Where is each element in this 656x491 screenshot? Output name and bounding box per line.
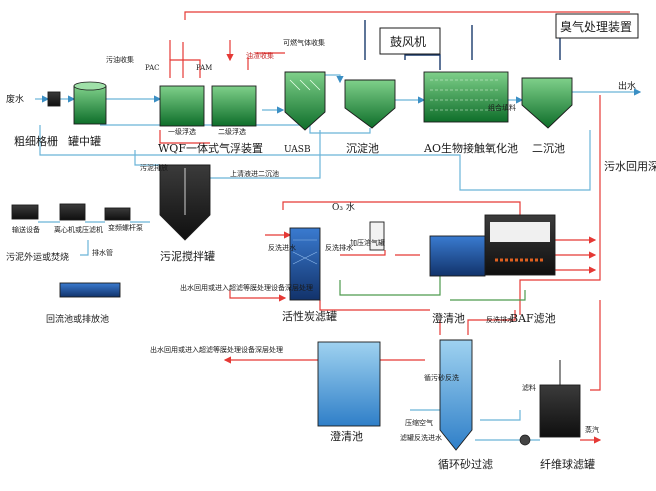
steam-label: 蒸汽 [585, 425, 599, 434]
pam-label: PAM [196, 64, 212, 72]
conveyor-label: 输送设备 [12, 225, 40, 234]
conveyor-shape [11, 204, 39, 220]
screw-pump-label: 变频螺杆泵 [108, 223, 143, 232]
sludge-discharge-label: 污泥排放 [140, 163, 168, 172]
sand-backwash-label: 循污砂反洗 [424, 373, 459, 382]
uasb-shape [284, 71, 326, 131]
centrifuge-label: 离心机或压滤机 [54, 225, 103, 234]
return-pool-shape [59, 282, 121, 298]
raw-water-label: 废水 [6, 93, 24, 105]
pac-label: PAC [145, 64, 159, 72]
backwash-out-label: 反洗排水 [325, 243, 353, 252]
sand-filter-shape [439, 339, 473, 451]
equipment [11, 13, 639, 451]
compressed-air-label: 压缩空气 [405, 418, 433, 427]
combined-filler-label: 组合填料 [488, 103, 516, 112]
reuse-uf1-label: 出水回用或进入超滤等膜处理设备深层处理 [180, 283, 313, 292]
float2-shape [211, 85, 257, 127]
return-pool-label: 回流池或排放池 [46, 313, 109, 325]
clarifier1-shape [429, 235, 486, 277]
blower-box [379, 27, 441, 55]
tank-shape [73, 85, 107, 125]
wqf-label: WQF一体式气浮装置 [158, 141, 263, 155]
o3-water-label: O₃ 水 [332, 201, 355, 213]
dosing-tank-shape [369, 221, 385, 251]
scum-collection-label: 油渣收集 [246, 51, 274, 60]
carbon-filter-label: 活性炭滤罐 [282, 309, 337, 323]
ozone-box [555, 13, 639, 39]
ao-shape [423, 71, 509, 123]
oil-collection-label: 污油收集 [106, 55, 134, 64]
uasb-label: UASB [284, 145, 311, 155]
blower-label: 鼓风机 [390, 35, 426, 49]
labels: 废水 污油收集 PAC PAM 油渣收集 可燃气体收集 鼓风机 臭气处理装置 出… [6, 19, 656, 471]
fiber-ball-shape [539, 384, 581, 438]
secondary-settling-shape [521, 77, 573, 129]
clarifier1-label: 澄清池 [432, 311, 465, 325]
reuse-vertical-label: 污水回用深度处理 [604, 159, 656, 173]
supernatant-label: 上清液进二沉池 [230, 169, 279, 178]
reuse-uf2-label: 出水回用或进入超滤等膜处理设备深层处理 [150, 345, 283, 354]
ozone-unit-label: 臭气处理装置 [560, 19, 632, 34]
secondary-settling-label: 二沉池 [532, 142, 565, 155]
ao-label: AO生物接触氧化池 [423, 141, 518, 155]
settling-shape [344, 79, 396, 129]
settling-label: 沉淀池 [346, 141, 379, 155]
centrifuge-shape [59, 203, 86, 221]
effluent-label: 出水 [618, 80, 636, 92]
baf-label: BAF滤池 [510, 312, 556, 325]
pipe-lines [35, 11, 642, 444]
tank-label: 罐中罐 [68, 135, 101, 148]
grille-label: 粗细格栅 [14, 134, 58, 148]
sludge-disposal-label: 污泥外运或焚烧 [6, 251, 69, 263]
biogas-collection-label: 可燃气体收集 [283, 38, 325, 47]
filter-material-label: 滤料 [522, 383, 536, 392]
dosing-gas-label: 加压溶气罐 [350, 238, 385, 247]
clarifier2-label: 澄清池 [330, 429, 363, 443]
screw-pump-shape [104, 207, 131, 221]
grille-shape [47, 91, 61, 107]
sludge-mixer-label: 污泥搅拌罐 [160, 249, 215, 263]
float1-shape [159, 85, 205, 127]
fiber-ball-label: 纤维球滤罐 [540, 457, 595, 471]
filter-backwash-label: 滤罐反洗进水 [400, 433, 442, 442]
float1-label: 一级浮选 [168, 127, 196, 136]
clarifier2-shape [317, 341, 381, 427]
drain-pipe-label: 排水管 [92, 248, 113, 257]
backwash-in-label: 反洗进水 [268, 243, 296, 252]
backwash-drain2-label: 反洗排水 [486, 315, 514, 324]
circulating-sand-label: 循环砂过滤 [438, 458, 493, 471]
pump-icon [519, 434, 531, 446]
float2-label: 二级浮选 [218, 127, 246, 136]
